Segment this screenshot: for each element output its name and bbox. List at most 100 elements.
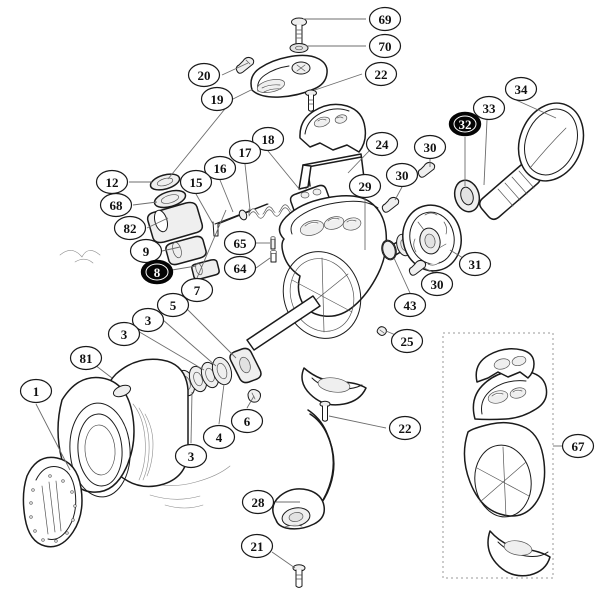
callout-69[interactable]: 69 (368, 6, 402, 32)
callout-label: 18 (262, 132, 276, 147)
callout-64[interactable]: 64 (223, 255, 257, 281)
callout-bubble (388, 415, 422, 441)
callout-bubble (385, 162, 419, 188)
callout-17[interactable]: 17 (228, 139, 262, 165)
callout-bubble (504, 76, 538, 102)
callout-bubble (113, 215, 147, 241)
callout-5[interactable]: 5 (156, 292, 190, 318)
callout-label: 34 (515, 82, 529, 97)
callout-18[interactable]: 18 (251, 126, 285, 152)
part-32-bearing (453, 179, 481, 213)
callout-19[interactable]: 19 (200, 86, 234, 112)
callout-9[interactable]: 9 (129, 238, 163, 264)
callout-29[interactable]: 29 (348, 173, 382, 199)
callout-bubble (561, 433, 595, 459)
callout-30[interactable]: 30 (420, 271, 454, 297)
callout-67[interactable]: 67 (561, 433, 595, 459)
callout-bubble (129, 238, 163, 264)
callout-bubble (458, 251, 492, 277)
callout-34[interactable]: 34 (504, 76, 538, 102)
callout-30[interactable]: 30 (413, 134, 447, 160)
callout-16[interactable]: 16 (203, 155, 237, 181)
part-12-washer (149, 173, 181, 191)
callout-bubble (420, 271, 454, 297)
callout-30[interactable]: 30 (385, 162, 419, 188)
callout-22[interactable]: 22 (388, 415, 422, 441)
callout-3[interactable]: 3 (107, 321, 141, 347)
callout-20[interactable]: 20 (187, 62, 221, 88)
callout-15[interactable]: 15 (179, 169, 213, 195)
callout-12[interactable]: 12 (95, 169, 129, 195)
callout-label: 4 (216, 430, 223, 445)
callout-label: 3 (121, 327, 128, 342)
callout-label: 1 (33, 384, 40, 399)
part-30-screws (381, 161, 436, 276)
callout-82[interactable]: 82 (113, 215, 147, 241)
callout-label: 9 (143, 244, 150, 259)
part-68-washer (153, 189, 187, 209)
subassembly-box (442, 332, 554, 579)
callout-label: 8 (154, 265, 161, 280)
callout-label: 30 (424, 140, 437, 155)
callout-25[interactable]: 25 (390, 328, 424, 354)
callout-28[interactable]: 28 (241, 489, 275, 515)
callout-label: 22 (399, 421, 412, 436)
callout-bubble (230, 408, 264, 434)
callout-label: 25 (401, 334, 415, 349)
callout-label: 5 (170, 298, 177, 313)
callout-label: 31 (469, 257, 482, 272)
part-28-line-roller-assembly (272, 409, 335, 530)
callout-bubble (99, 192, 133, 218)
callout-bubble (200, 86, 234, 112)
part-25-pin (376, 326, 387, 336)
callout-label: 29 (359, 179, 373, 194)
part-82-bearing-sleeve (146, 201, 204, 244)
callout-1[interactable]: 1 (19, 378, 53, 404)
part-43-washer (382, 240, 396, 260)
part-34-handle-knob (517, 102, 585, 182)
callout-32[interactable]: 32 (448, 111, 482, 137)
part-19-bail-arm-lever (250, 54, 328, 98)
callout-label: 3 (188, 449, 195, 464)
callout-label: 69 (379, 12, 393, 27)
callout-bubble (251, 126, 285, 152)
part-body-cover-top (299, 103, 367, 153)
callout-label: 65 (234, 236, 248, 251)
callout-bubble (69, 345, 103, 371)
callout-label: 32 (459, 117, 472, 132)
callout-label: 33 (483, 101, 497, 116)
callout-65[interactable]: 65 (223, 230, 257, 256)
callout-bubble (472, 95, 506, 121)
callout-bubble (368, 33, 402, 59)
callout-label: 15 (190, 175, 204, 190)
callout-inner-ring (453, 115, 477, 133)
callout-label: 7 (194, 283, 201, 298)
part-22-screw-upper (305, 89, 317, 112)
callout-3[interactable]: 3 (131, 307, 165, 333)
part-1-drag-knob (22, 456, 83, 548)
callout-22[interactable]: 22 (364, 61, 398, 87)
callout-81[interactable]: 81 (69, 345, 103, 371)
callout-24[interactable]: 24 (365, 131, 399, 157)
callout-4[interactable]: 4 (202, 424, 236, 450)
part-70-washer (289, 43, 309, 53)
callout-68[interactable]: 68 (99, 192, 133, 218)
callout-8[interactable]: 8 (140, 259, 174, 285)
callout-bubble (413, 134, 447, 160)
callout-3[interactable]: 3 (174, 443, 208, 469)
callout-70[interactable]: 70 (368, 33, 402, 59)
callout-33[interactable]: 33 (472, 95, 506, 121)
callout-43[interactable]: 43 (393, 292, 427, 318)
callout-bubble (107, 321, 141, 347)
callout-label: 12 (106, 175, 119, 190)
callout-bubble (241, 489, 275, 515)
callout-label: 3 (145, 313, 152, 328)
callout-6[interactable]: 6 (230, 408, 264, 434)
callout-21[interactable]: 21 (240, 533, 274, 559)
callout-label: 24 (376, 137, 390, 152)
callout-bubble (180, 277, 214, 303)
part-81-spool (57, 358, 189, 498)
callout-7[interactable]: 7 (180, 277, 214, 303)
callout-31[interactable]: 31 (458, 251, 492, 277)
